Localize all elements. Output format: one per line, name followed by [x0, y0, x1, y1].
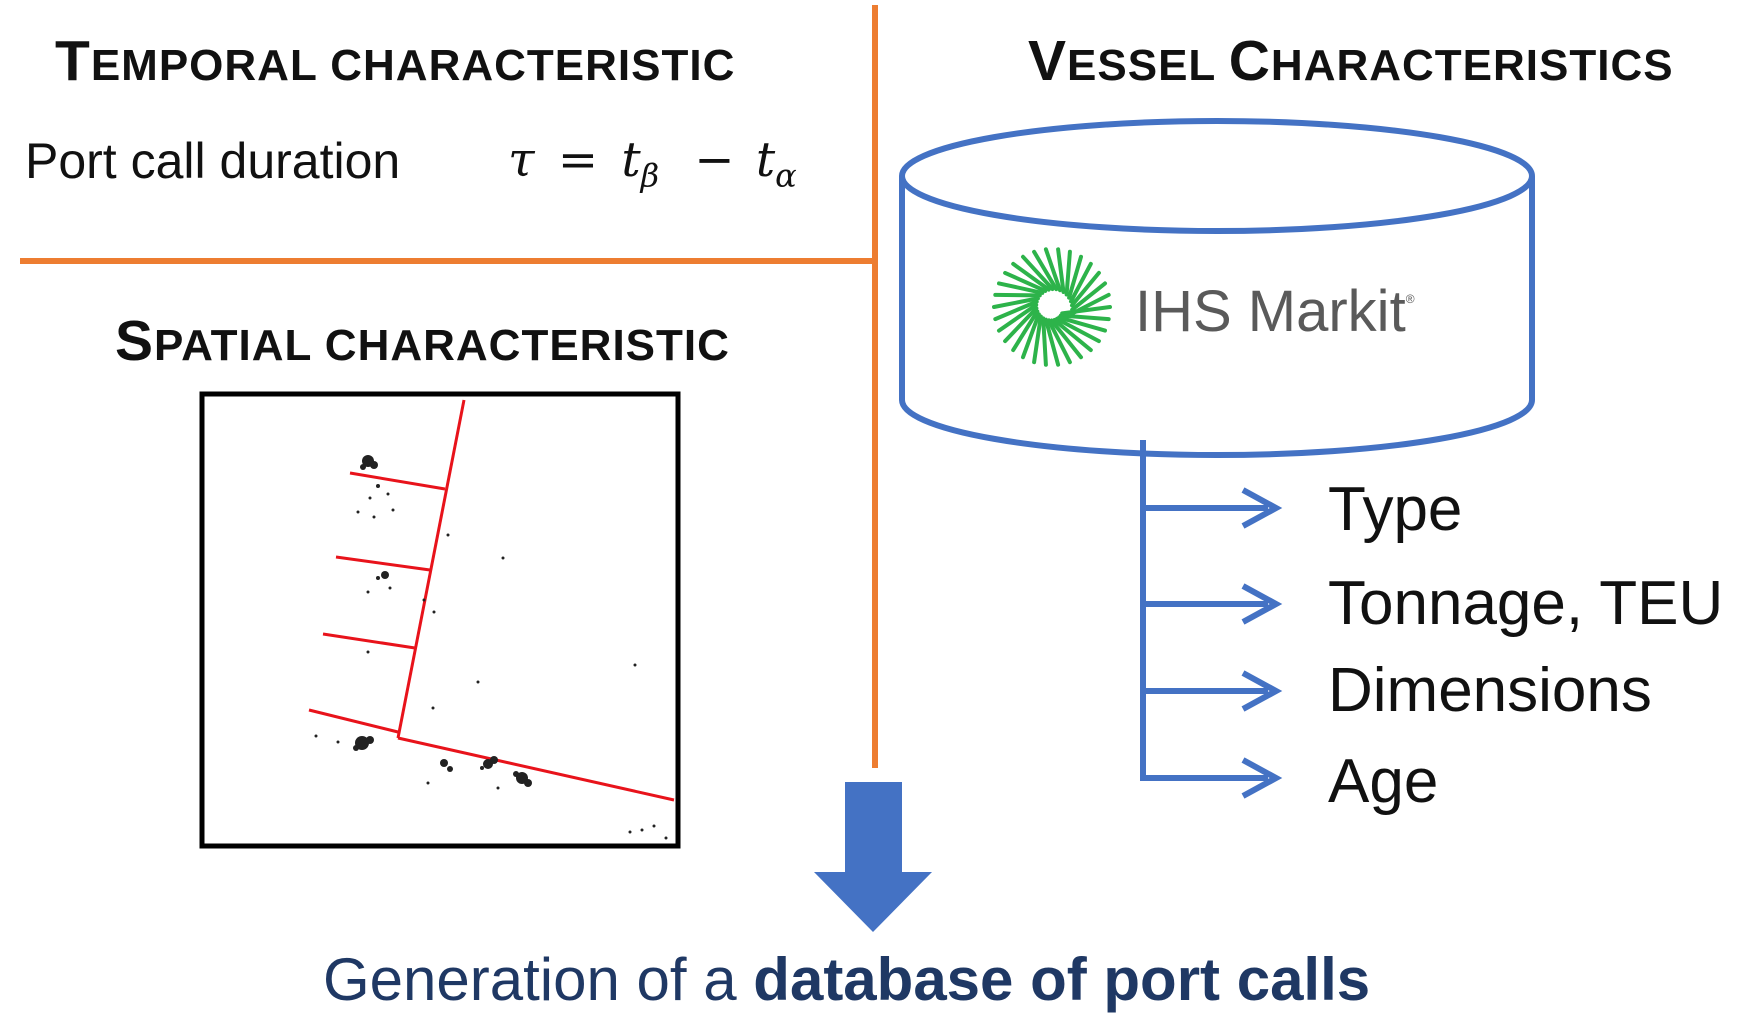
formula-t-beta: t	[621, 132, 641, 188]
attribute-dimensions: Dimensions	[1328, 656, 1652, 725]
port-call-duration-label: Port call duration	[25, 133, 401, 189]
logo-ray	[1060, 305, 1112, 316]
logo-ray	[993, 299, 1039, 322]
logo-ray	[1057, 315, 1107, 333]
logo-ray	[997, 302, 1039, 333]
logo-ray	[1052, 318, 1093, 353]
logo-ray	[1070, 281, 1107, 312]
formula-tau: τ	[508, 132, 535, 188]
formula-t-alpha: t	[755, 132, 776, 188]
logo-ray	[1021, 312, 1041, 360]
arrowhead-dimensions	[1241, 670, 1283, 712]
logo-ray	[1011, 309, 1040, 353]
arrowhead-age	[1241, 757, 1283, 799]
formula-equals: =	[557, 132, 599, 188]
map-frame	[199, 391, 681, 849]
database-cylinder	[899, 118, 1535, 458]
attribute-type: Type	[1328, 475, 1463, 544]
logo-ray	[1003, 306, 1039, 344]
down-arrow-icon	[814, 782, 932, 932]
logo-ray	[1003, 270, 1048, 293]
logo-ray	[1064, 249, 1072, 297]
temporal-heading: TEMPORAL CHARACTERISTIC	[55, 28, 735, 94]
logo-ray	[1054, 316, 1101, 344]
logo-ray	[992, 296, 1040, 309]
footer-prefix: Generation of a	[323, 946, 754, 1013]
logo-ray	[1067, 254, 1083, 300]
attribute-age: Age	[1328, 747, 1439, 816]
logo-ray	[1056, 247, 1066, 294]
vessel-position-points	[314, 455, 668, 840]
logo-ray	[1032, 314, 1043, 365]
temporal-heading-cap: T	[55, 29, 91, 93]
logo-ray	[993, 292, 1042, 298]
logo-ray	[1041, 316, 1048, 367]
arrowhead-tonnage	[1241, 583, 1283, 625]
database-diagram	[899, 118, 1535, 799]
formula-minus: −	[694, 132, 735, 188]
footer-bold: database of port calls	[753, 946, 1371, 1013]
ihs-markit-logo-icon	[992, 247, 1112, 367]
spatial-heading: SPATIAL CHARACTERISTIC	[115, 308, 730, 374]
quay-lines	[308, 399, 675, 802]
logo-ray	[1069, 261, 1093, 304]
logo-ray	[1070, 270, 1101, 308]
footer-caption: Generation of a database of port calls	[323, 945, 1370, 1014]
logo-ray	[1032, 249, 1059, 292]
spatial-map-image	[199, 391, 681, 849]
logo-ray	[1058, 313, 1111, 322]
duration-formula: τ = tβ − tα	[508, 132, 797, 195]
vessel-heading-cap1: V	[1028, 29, 1068, 93]
attribute-tonnage-teu: Tonnage, TEU	[1328, 569, 1724, 638]
logo-ray	[997, 281, 1045, 295]
logo-ray	[1043, 317, 1061, 367]
temporal-heading-rest: EMPORAL CHARACTERISTIC	[90, 41, 736, 90]
spatial-heading-cap: S	[115, 309, 155, 373]
logo-ray	[1021, 254, 1055, 291]
ihs-markit-logo-text: IHS Markit®	[1135, 278, 1415, 345]
formula-beta: β	[640, 156, 660, 195]
logo-ray	[1069, 292, 1111, 316]
vessel-heading-rest1: ESSEL	[1067, 41, 1216, 90]
logo-ray	[1046, 318, 1072, 365]
attribute-tree-lines	[1140, 440, 1283, 799]
spatial-heading-rest: PATIAL CHARACTERISTIC	[154, 321, 730, 370]
formula-alpha: α	[775, 156, 797, 195]
vessel-heading-rest2: HARACTERISTICS	[1270, 41, 1674, 90]
vessel-heading: VESSEL CHARACTERISTICS	[1028, 28, 1674, 94]
arrowhead-type	[1241, 487, 1283, 529]
logo-ray	[1043, 247, 1062, 293]
logo-ray	[1011, 261, 1051, 292]
logo-ray	[1049, 318, 1083, 360]
logo-registered-mark: ®	[1405, 292, 1415, 306]
vessel-heading-cap2: C	[1228, 29, 1271, 93]
logo-wordmark: IHS Markit	[1135, 279, 1406, 344]
